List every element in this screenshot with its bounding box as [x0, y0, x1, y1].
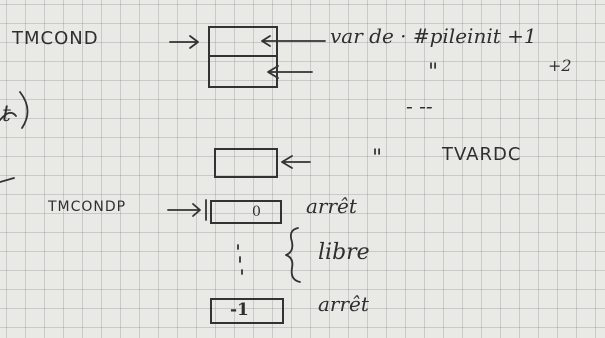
tmcond-box [208, 26, 278, 88]
tmcondp-arrow-icon [167, 203, 201, 217]
libre-brace-icon [285, 227, 301, 283]
tmcond-label: TMCOND [12, 28, 99, 49]
margin-dash-stroke [0, 177, 15, 183]
cell3-arrow-icon [281, 155, 311, 169]
cell2-arrow-icon [267, 65, 313, 79]
libre-note: libre [318, 240, 370, 265]
last-cell-value: -1 [230, 300, 249, 320]
first-cell-note: arrêt [306, 194, 357, 218]
offset-plus-two: +2 [548, 56, 572, 75]
ditto-mark-middle: " [372, 146, 383, 171]
margin-letter: t [2, 102, 11, 127]
margin-curve-stroke [0, 111, 17, 121]
tmcondp-label: TMCONDP [48, 199, 127, 215]
tmcond-annotation: var de · #pileinit +1 [330, 24, 537, 48]
tmcond-arrow-icon [169, 35, 199, 49]
ditto-mark-top: " [428, 60, 439, 85]
ellipsis-stroke [237, 244, 243, 275]
last-cell-note: arrêt [318, 292, 369, 316]
dashes-mark: - -- [406, 94, 433, 118]
last-cell: -1 [210, 298, 284, 324]
tvardc-cell [214, 148, 278, 178]
tvardc-label: TVARDC [442, 144, 522, 165]
tmcondp-first-cell: 0 [210, 200, 282, 224]
cell1-arrow-icon [261, 35, 326, 47]
margin-paren-stroke [19, 91, 29, 129]
first-cell-value: 0 [252, 204, 261, 220]
